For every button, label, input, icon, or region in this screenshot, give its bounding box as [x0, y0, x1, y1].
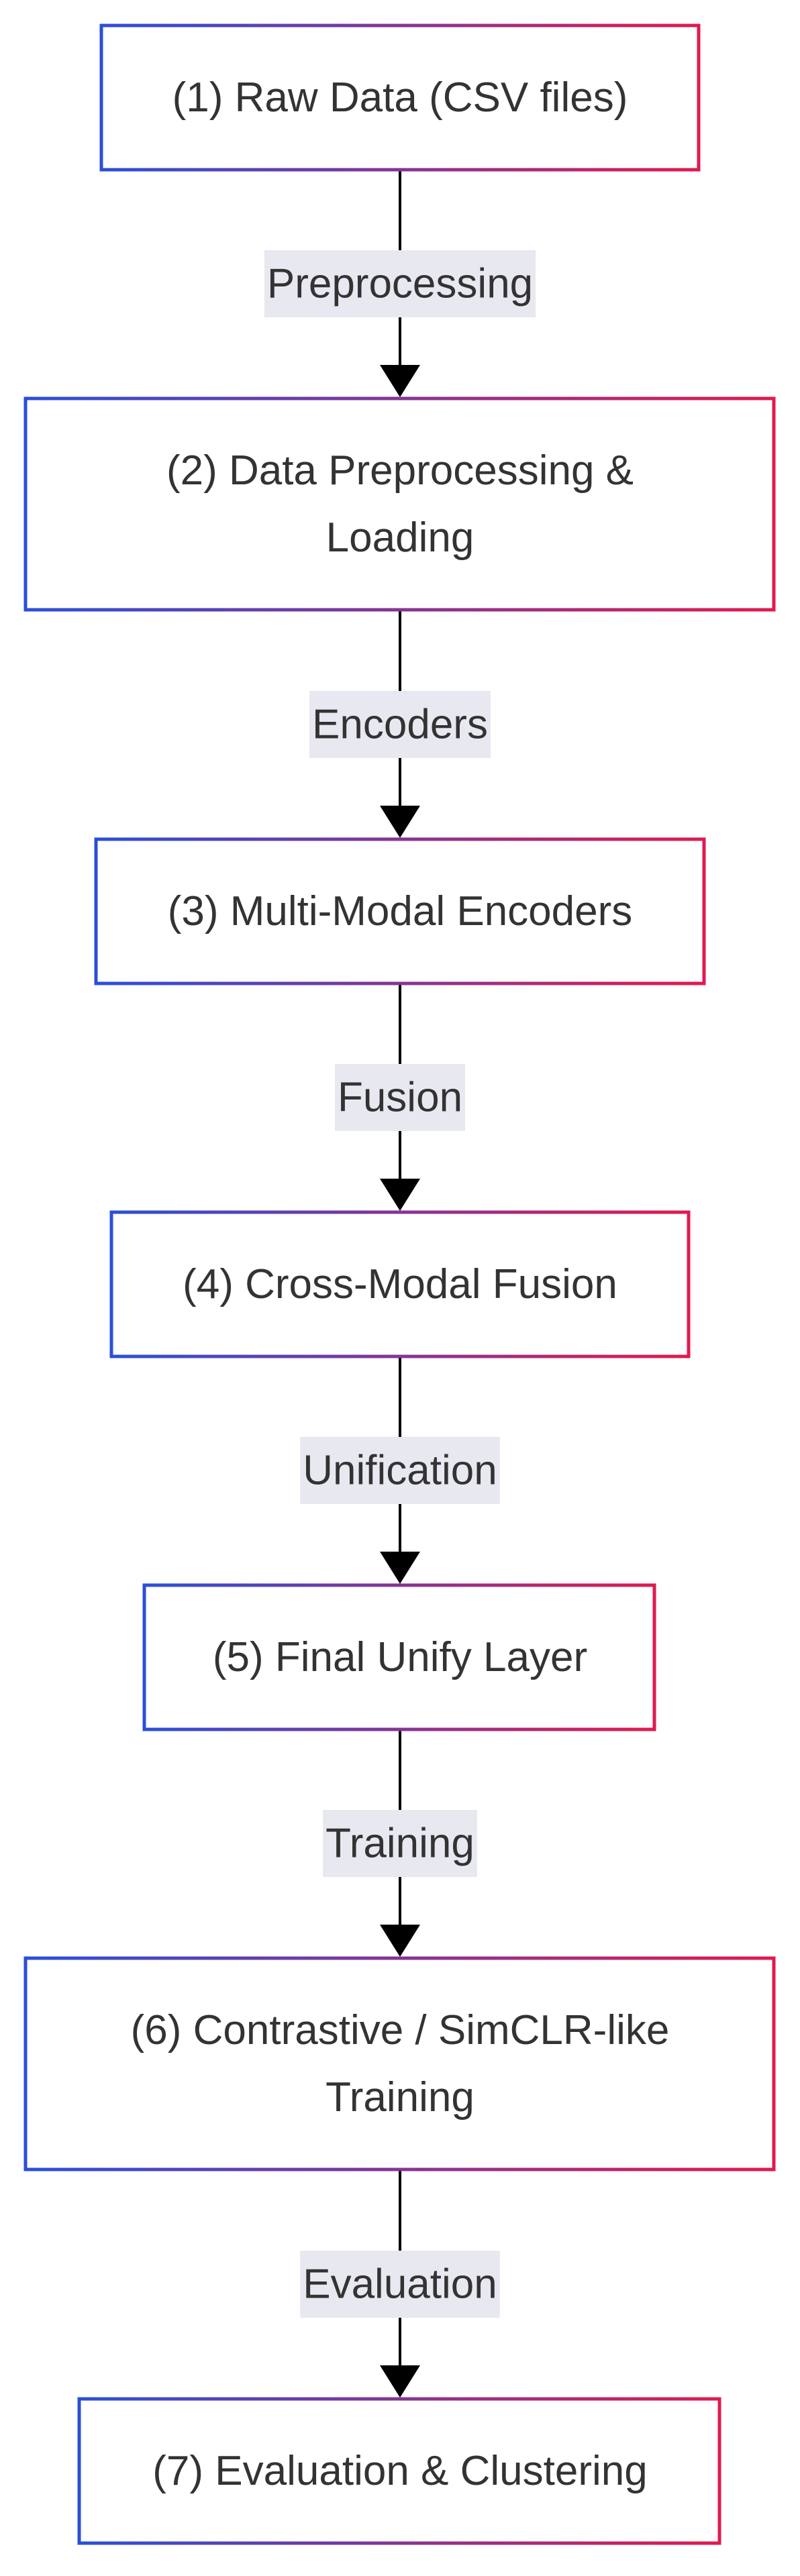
edge-label-background	[300, 2251, 500, 2318]
node-box	[77, 2397, 721, 2545]
arrowhead-icon	[380, 2365, 420, 2398]
edge-n2-n3: Encoders	[309, 610, 491, 838]
node-label: (1) Raw Data (CSV files)	[172, 74, 628, 121]
node-label: (3) Multi-Modal Encoders	[168, 888, 633, 934]
node-n7: (7) Evaluation & Clustering	[77, 2397, 721, 2545]
node-n4: (4) Cross-Modal Fusion	[109, 1210, 691, 1358]
node-n3: (3) Multi-Modal Encoders	[94, 837, 706, 985]
edge-label: Preprocessing	[267, 261, 533, 307]
node-box	[142, 1583, 656, 1731]
node-label: (7) Evaluation & Clustering	[152, 2448, 647, 2494]
edge-label-background	[334, 1064, 466, 1131]
edge-label-background	[323, 1810, 477, 1877]
node-n5: (5) Final Unify Layer	[142, 1583, 656, 1731]
edge-label: Training	[326, 1821, 474, 1867]
node-label: (4) Cross-Modal Fusion	[183, 1261, 617, 1307]
arrowhead-icon	[380, 806, 420, 838]
edge-n6-n7: Evaluation	[300, 2169, 500, 2398]
node-box	[23, 1956, 776, 2171]
node-box	[99, 23, 701, 172]
edge-n1-n2: Preprocessing	[264, 170, 536, 397]
edge-label: Evaluation	[303, 2261, 497, 2308]
node-label: (5) Final Unify Layer	[213, 1634, 587, 1680]
edge-n4-n5: Unification	[300, 1356, 500, 1584]
edge-label: Unification	[303, 1448, 497, 1494]
edge-label-background	[309, 691, 491, 758]
edge-label: Fusion	[338, 1075, 462, 1121]
arrowhead-icon	[380, 365, 420, 397]
node-label: (6) Contrastive / SimCLR-like	[131, 2007, 670, 2053]
node-label: Training	[326, 2074, 474, 2121]
node-n2: (2) Data Preprocessing & Loading	[23, 396, 776, 612]
arrowhead-icon	[380, 1552, 420, 1584]
node-box	[94, 837, 706, 985]
node-label: (2) Data Preprocessing &	[166, 447, 634, 494]
edge-label: Encoders	[312, 702, 488, 748]
edge-label-background	[264, 250, 536, 317]
arrowhead-icon	[380, 1925, 420, 1957]
edge-label-background	[300, 1437, 500, 1504]
edge-n5-n6: Training	[323, 1729, 477, 1957]
node-box	[23, 396, 776, 612]
node-box	[109, 1210, 691, 1358]
edge-n3-n4: Fusion	[334, 983, 466, 1211]
node-n1: (1) Raw Data (CSV files)	[99, 23, 701, 172]
arrowhead-icon	[380, 1179, 420, 1211]
node-label: Loading	[326, 515, 474, 561]
